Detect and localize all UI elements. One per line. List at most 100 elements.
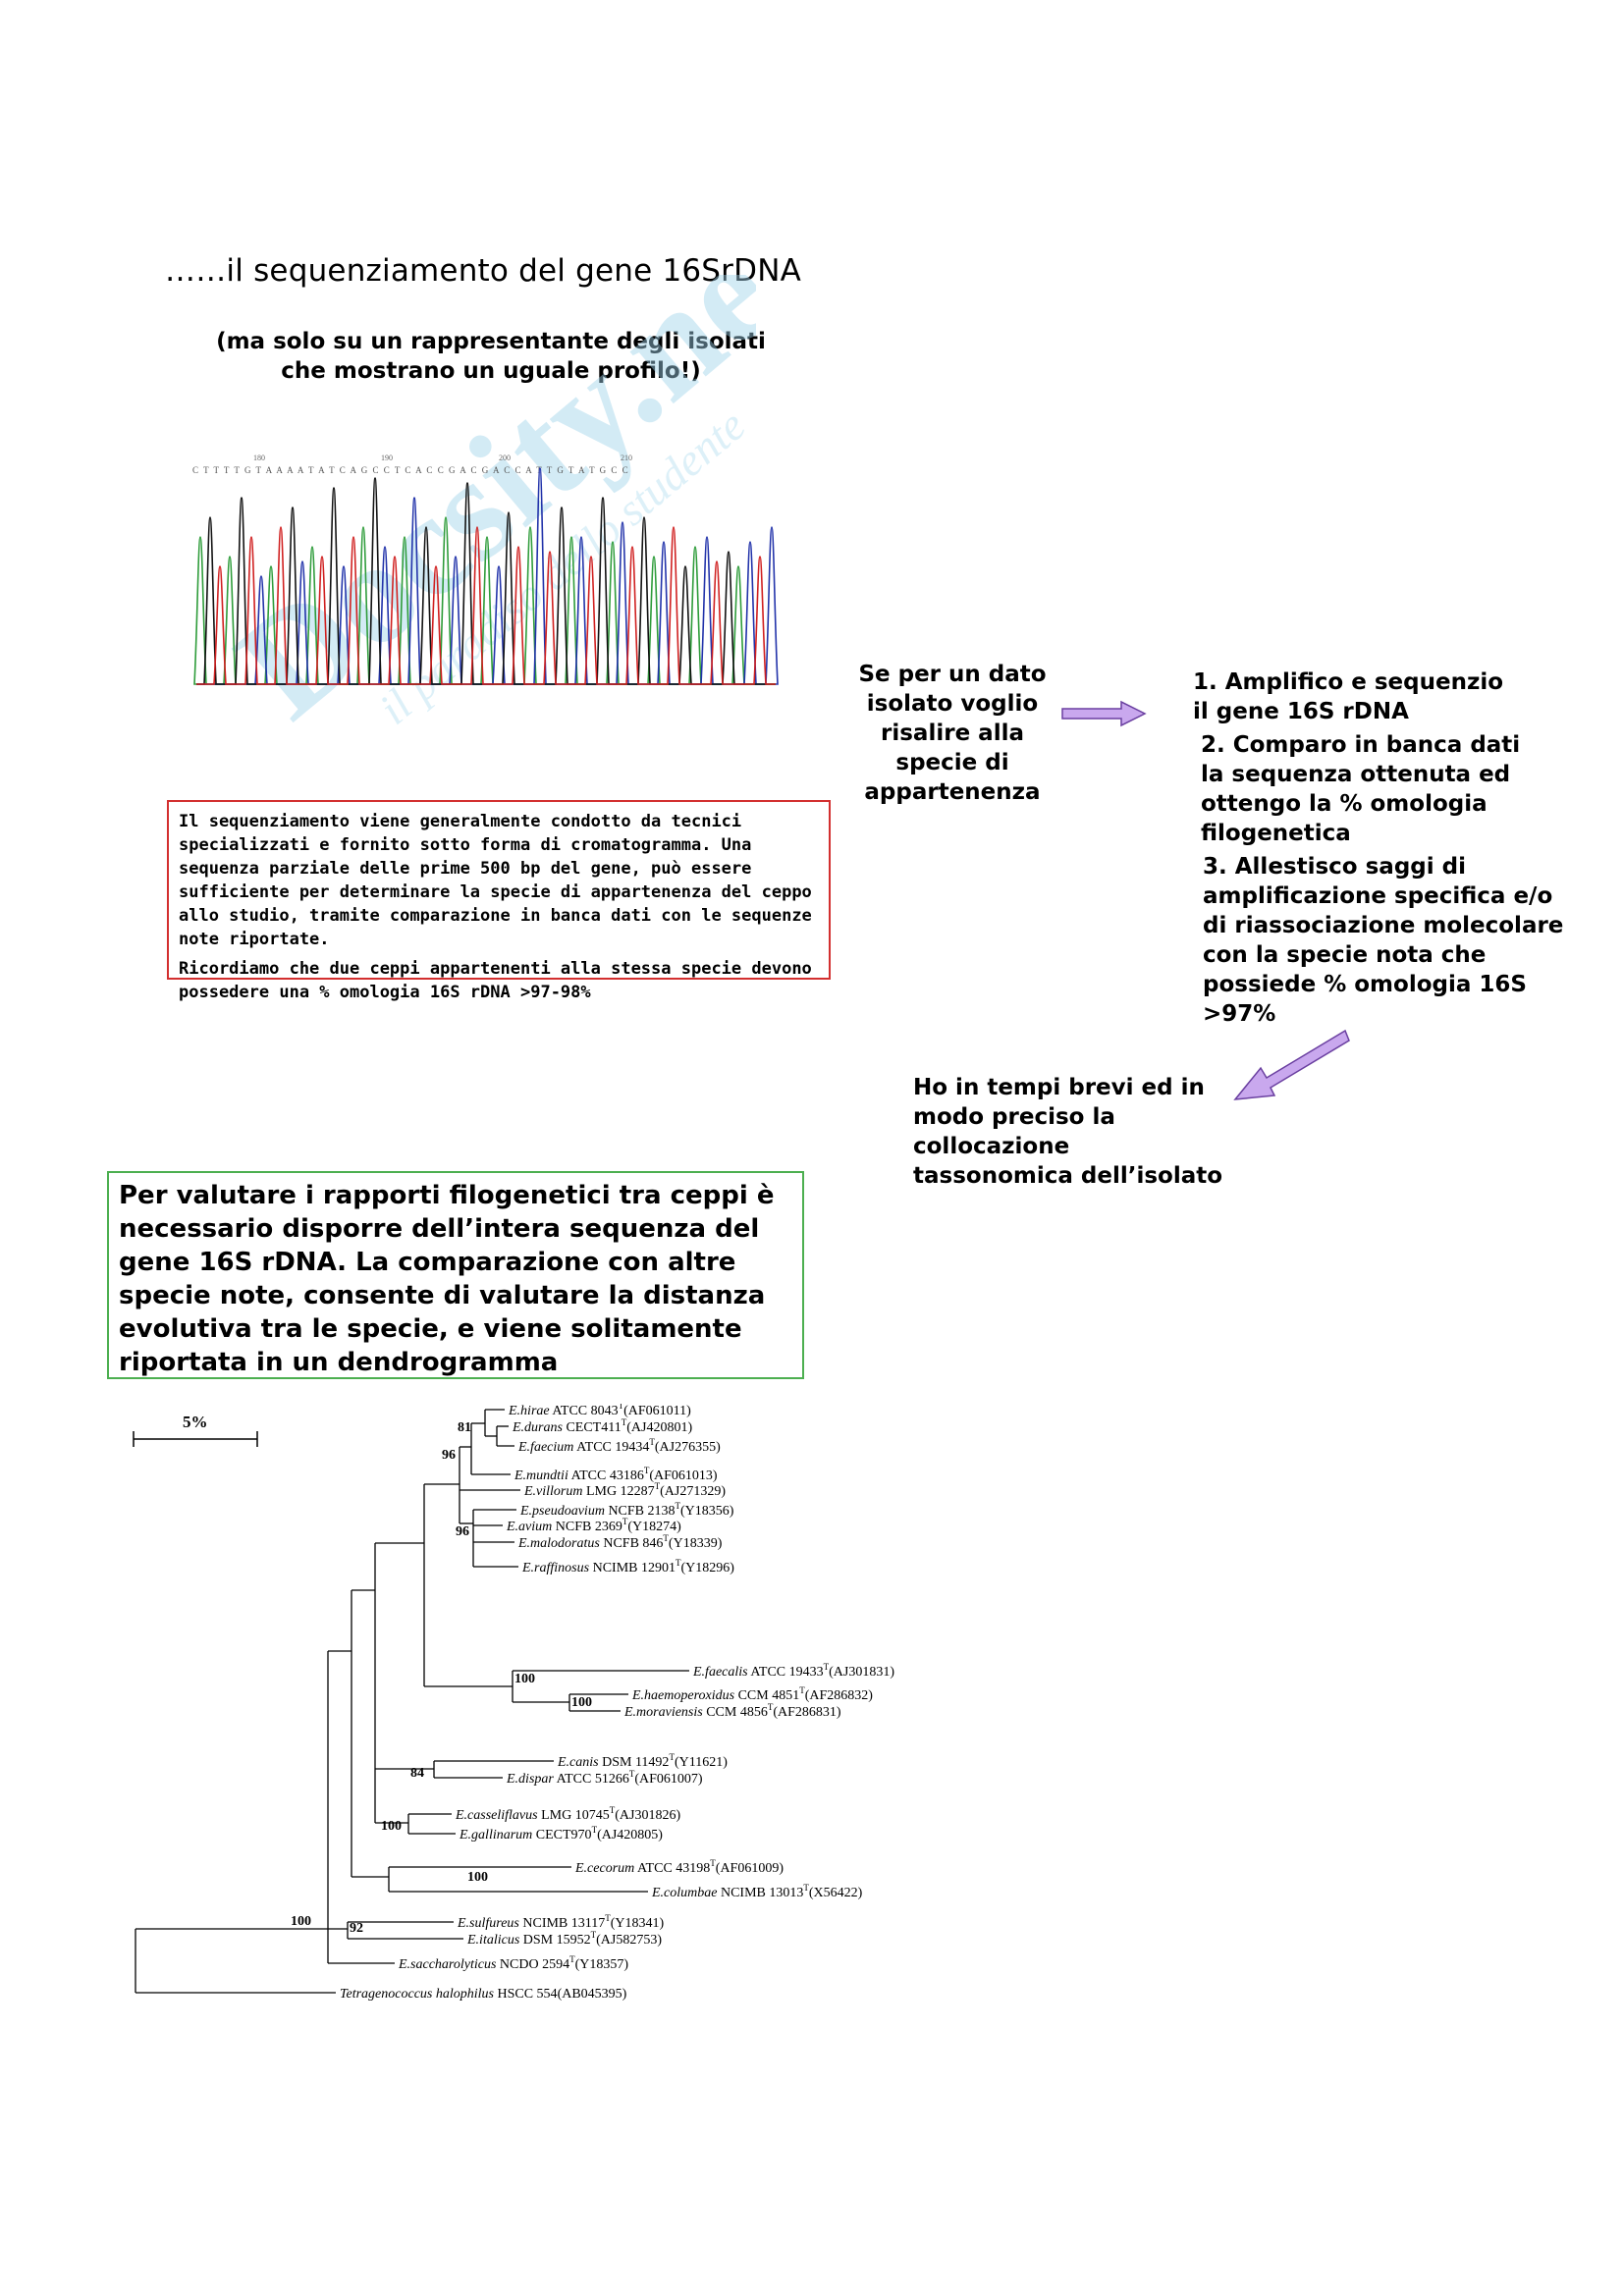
taxon-accession: (AF061013) <box>649 1468 718 1483</box>
taxon-name: E.italicus <box>466 1933 520 1948</box>
taxon-strain: CECT970 <box>532 1828 591 1842</box>
taxon-name: E.pseudoavium <box>519 1504 605 1519</box>
svg-text:E.italicus DSM 15952T(AJ582753: E.italicus DSM 15952T(AJ582753) <box>466 1930 662 1948</box>
taxon-name: E.mundtii <box>514 1468 568 1483</box>
taxon-name: E.faecalis <box>692 1665 748 1680</box>
taxon-name: E.moraviensis <box>623 1705 703 1720</box>
taxon-name: Tetragenococcus halophilus <box>340 1987 495 2002</box>
taxon-strain: NCFB 2369 <box>552 1520 622 1534</box>
taxon-accession: (AJ301831) <box>829 1665 894 1680</box>
svg-text:E.hirae ATCC 8043T(AF061011): E.hirae ATCC 8043T(AF061011) <box>508 1404 691 1418</box>
taxon-accession: (AF286831) <box>773 1705 841 1720</box>
svg-text:E.haemoperoxidus CCM 4851T(AF2: E.haemoperoxidus CCM 4851T(AF286832) <box>631 1685 873 1703</box>
taxon-strain: ATCC 19433 <box>748 1665 824 1680</box>
taxon-strain: LMG 10745 <box>538 1808 610 1823</box>
taxon-strain: CECT411 <box>563 1420 622 1435</box>
bootstrap-label: 96 <box>456 1524 469 1539</box>
scale-label: 5% <box>183 1413 208 1431</box>
taxon-accession: (AF061007) <box>634 1772 703 1787</box>
answer-text: Ho in tempi brevi ed in modo preciso la … <box>913 1075 1223 1189</box>
trace-G <box>196 477 776 685</box>
svg-text:Tetragenococcus halophilus HSC: Tetragenococcus halophilus HSCC 554(AB04… <box>340 1987 627 2002</box>
taxa-labels: E.hirae ATCC 8043T(AF061011) E.durans CE… <box>340 1404 894 2002</box>
taxon-name: E.malodoratus <box>517 1536 600 1551</box>
bootstrap-label: 100 <box>571 1695 592 1710</box>
taxon-name: E.casseliflavus <box>455 1808 538 1823</box>
taxon-name: E.sulfureus <box>457 1916 519 1931</box>
svg-text:E.columbae NCIMB 13013T(X56422: E.columbae NCIMB 13013T(X56422) <box>651 1883 863 1900</box>
chromatogram-sequence: C T T T T G T A A A A T A T C A G C C T … <box>192 465 629 475</box>
step-1: 1. Amplifico e sequenzio il gene 16S rDN… <box>1193 669 1504 724</box>
taxon-strain: ATCC 43198 <box>634 1861 710 1876</box>
page-subtitle: (ma solo su un rappresentante degli isol… <box>216 329 766 384</box>
svg-text:E.cecorum ATCC 43198T(AF061009: E.cecorum ATCC 43198T(AF061009) <box>574 1858 784 1876</box>
taxon-name: E.avium <box>506 1520 552 1534</box>
step-2: 2. Comparo in banca dati la sequenza ott… <box>1201 732 1521 846</box>
taxon-strain: CCM 4856 <box>703 1705 768 1720</box>
dendrogram: 5% <box>133 1404 894 2002</box>
bootstrap-label: 100 <box>514 1672 535 1686</box>
taxon-strain: ATCC 8043 <box>550 1404 619 1418</box>
svg-text:E.gallinarum CECT970T(AJ420805: E.gallinarum CECT970T(AJ420805) <box>459 1825 663 1842</box>
bootstrap-label: 84 <box>410 1766 424 1781</box>
taxon-name: E.canis <box>557 1755 599 1770</box>
trace-C <box>196 467 779 685</box>
chromatogram-mark: 180 <box>253 454 265 462</box>
info-box: Il sequenziamento viene generalmente con… <box>167 800 831 1002</box>
svg-text:E.durans CECT411T(AJ420801): E.durans CECT411T(AJ420801) <box>512 1417 692 1435</box>
taxon-accession: (AB045395) <box>558 1987 627 2002</box>
question-text: Se per un dato isolato voglio risalire a… <box>858 662 1047 805</box>
info-paragraph-2: Ricordiamo che due ceppi appartenenti al… <box>179 959 812 1002</box>
taxon-strain: NCFB 2138 <box>605 1504 676 1519</box>
taxon-strain: LMG 12287 <box>583 1484 655 1499</box>
arrow-down-left-icon <box>1233 1029 1350 1100</box>
bootstrap-label: 92 <box>350 1921 363 1936</box>
taxon-accession: (AJ276355) <box>655 1440 721 1455</box>
bootstrap-values: 81 96 96 100 100 84 100 100 100 92 <box>291 1420 592 1936</box>
taxon-strain: NCIMB 13013 <box>717 1886 803 1900</box>
taxon-name: E.villorum <box>523 1484 583 1499</box>
taxon-accession: (Y18341) <box>611 1916 665 1931</box>
svg-text:E.pseudoavium NCFB 2138T(Y1835: E.pseudoavium NCFB 2138T(Y18356) <box>519 1501 734 1519</box>
taxon-accession: (Y18296) <box>680 1561 734 1575</box>
taxon-name: E.columbae <box>651 1886 717 1900</box>
bootstrap-label: 100 <box>291 1914 311 1929</box>
taxon-accession: (Y18356) <box>680 1504 734 1519</box>
taxon-strain: ATCC 43186 <box>568 1468 644 1483</box>
phylo-box: Per valutare i rapporti filogenetici tra… <box>107 1171 804 1379</box>
taxon-accession: (Y11621) <box>675 1755 728 1770</box>
taxon-strain: DSM 11492 <box>599 1755 670 1770</box>
info-paragraph-1: Il sequenziamento viene generalmente con… <box>179 812 812 949</box>
taxon-name: E.saccharolyticus <box>398 1957 497 1972</box>
taxon-accession: (X56422) <box>809 1886 863 1900</box>
svg-text:E.saccharolyticus NCDO 2594T(Y: E.saccharolyticus NCDO 2594T(Y18357) <box>398 1954 628 1972</box>
taxon-strain: CCM 4851 <box>734 1688 799 1703</box>
taxon-name: E.raffinosus <box>521 1561 590 1575</box>
svg-text:E.casseliflavus LMG 10745T(AJ3: E.casseliflavus LMG 10745T(AJ301826) <box>455 1805 680 1823</box>
page-title: ……il sequenziamento del gene 16SrDNA <box>165 253 801 289</box>
taxon-strain: NCIMB 13117 <box>519 1916 605 1931</box>
taxon-strain: ATCC 51266 <box>554 1772 629 1787</box>
tree-branches <box>135 1409 689 1994</box>
taxon-accession: (AF061011) <box>623 1404 691 1418</box>
taxon-name: E.cecorum <box>574 1861 634 1876</box>
step-3: 3. Allestisco saggi di amplificazione sp… <box>1203 854 1564 1027</box>
arrow-right-icon <box>1061 700 1147 727</box>
taxon-strain: HSCC 554 <box>494 1987 558 2002</box>
bootstrap-label: 81 <box>458 1420 471 1435</box>
bootstrap-label: 100 <box>381 1819 402 1834</box>
trace-T <box>196 526 776 685</box>
taxon-strain: NCIMB 12901 <box>589 1561 676 1575</box>
taxon-strain: ATCC 19434 <box>573 1440 649 1455</box>
taxon-name: E.dispar <box>506 1772 554 1787</box>
svg-text:E.villorum LMG 12287T(AJ271329: E.villorum LMG 12287T(AJ271329) <box>523 1481 726 1499</box>
taxon-name: E.faecium <box>517 1440 573 1455</box>
taxon-accession: (AF061009) <box>716 1861 784 1876</box>
taxon-accession: (Y18357) <box>575 1957 629 1972</box>
taxon-strain: NCFB 846 <box>600 1536 664 1551</box>
taxon-name: E.hirae <box>508 1404 550 1418</box>
taxon-accession: (AJ582753) <box>596 1933 662 1948</box>
taxon-accession: (AJ420801) <box>626 1420 692 1435</box>
taxon-accession: (AJ301826) <box>615 1808 680 1823</box>
